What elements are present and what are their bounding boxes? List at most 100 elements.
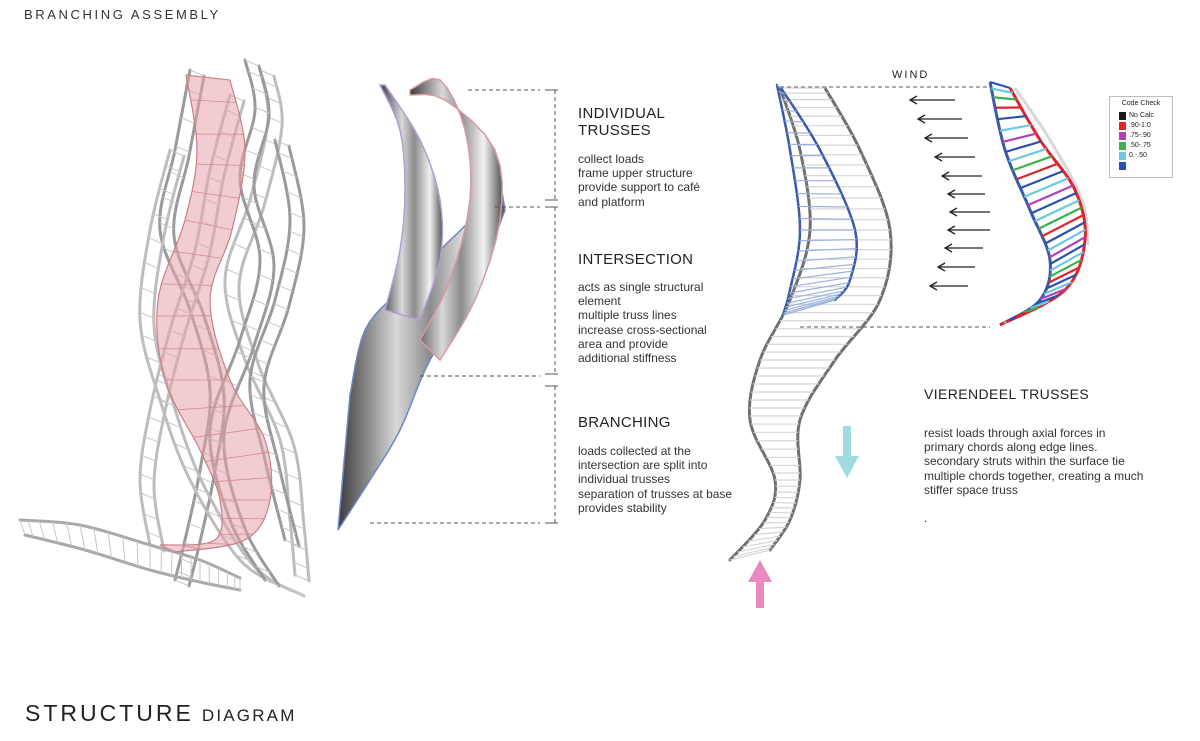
legend-swatch xyxy=(1119,122,1126,130)
lattice-strut xyxy=(140,474,154,480)
individual-trusses-ribbon-model xyxy=(338,79,505,530)
gray-truss-strut xyxy=(771,507,794,508)
lattice-strut xyxy=(149,417,163,423)
blue-truss-strut xyxy=(800,219,852,220)
body-line: provides stability xyxy=(578,501,732,515)
base-truss-strut xyxy=(94,528,98,554)
analysis-member xyxy=(1000,125,1031,131)
analysis-member xyxy=(1031,193,1076,213)
lattice-strut xyxy=(287,249,301,255)
analysis-member xyxy=(1020,171,1063,188)
footer-title: STRUCTUREDIAGRAM xyxy=(25,700,297,727)
lattice-strut xyxy=(294,562,308,568)
code-check-legend: Code Check No Calc .90-1.0 .75-.90 .50-.… xyxy=(1109,96,1173,178)
body-line: and platform xyxy=(578,195,700,209)
base-truss-strut xyxy=(108,532,111,558)
section-title-line: INDIVIDUAL xyxy=(578,105,665,122)
analysis-member xyxy=(990,82,1010,88)
body-line: individual trusses xyxy=(578,472,732,486)
legend-swatch xyxy=(1119,152,1126,160)
legend-title: Code Check xyxy=(1110,100,1172,107)
lattice-strut xyxy=(141,288,155,294)
lattice-strut xyxy=(259,274,273,280)
lattice-strut xyxy=(274,304,288,310)
section-title-branching: BRANCHING xyxy=(578,414,671,431)
body-line: additional stiffness xyxy=(578,351,707,365)
analysis-member xyxy=(1003,134,1036,142)
lattice-strut xyxy=(160,188,174,194)
analysis-member xyxy=(1006,141,1041,151)
lattice-strut xyxy=(290,212,304,218)
lattice-strut xyxy=(288,500,302,506)
up-load-arrow xyxy=(748,560,772,608)
body-line: element xyxy=(578,294,707,308)
section-body-individual-trusses: collect loads frame upper structure prov… xyxy=(578,152,700,209)
blue-truss-strut xyxy=(787,133,811,134)
lattice-strut xyxy=(245,150,259,156)
lattice-strut xyxy=(279,285,293,291)
base-truss-strut xyxy=(39,521,44,540)
legend-swatch xyxy=(1119,142,1126,150)
vierendeel-title: VIERENDEEL TRUSSES xyxy=(924,386,1089,402)
body-line: frame upper structure xyxy=(578,166,700,180)
legend-swatch xyxy=(1119,162,1126,170)
base-truss-strut xyxy=(20,520,25,535)
code-check-analysis-model xyxy=(990,82,1088,325)
lattice-strut xyxy=(226,269,240,275)
analysis-member xyxy=(1004,322,1006,323)
blue-truss-strut xyxy=(798,206,847,207)
body-line: loads collected at the xyxy=(578,444,732,458)
body-line: separation of trusses at base xyxy=(578,487,732,501)
base-truss-strut xyxy=(123,537,125,563)
base-truss-strut xyxy=(66,523,71,546)
lattice-strut xyxy=(163,197,177,203)
gray-truss-strut xyxy=(773,502,796,503)
section-title-intersection: INTERSECTION xyxy=(578,251,693,268)
footer-title-main: STRUCTURE xyxy=(25,700,194,726)
body-line: acts as single structural xyxy=(578,280,707,294)
lattice-strut xyxy=(181,118,195,124)
page-title: BRANCHING ASSEMBLY xyxy=(24,7,221,22)
gray-truss-chord xyxy=(770,88,891,550)
lattice-strut xyxy=(261,340,275,346)
base-truss-strut xyxy=(137,541,138,566)
body-line: collect loads xyxy=(578,152,700,166)
pink-truss-ribbon xyxy=(157,75,272,552)
lattice-strut xyxy=(140,312,154,318)
lattice-strut xyxy=(252,127,266,133)
down-load-arrow xyxy=(835,426,859,478)
section-body-intersection: acts as single structural element multip… xyxy=(578,280,707,365)
legend-swatch xyxy=(1119,112,1126,120)
body-line: area and provide xyxy=(578,337,707,351)
analysis-member xyxy=(997,116,1025,119)
analysis-chord xyxy=(1000,88,1085,325)
analysis-member xyxy=(993,97,1016,99)
section-title-line: INTERSECTION xyxy=(578,251,693,268)
analysis-member xyxy=(1028,186,1073,206)
section-body-branching: loads collected at the intersection are … xyxy=(578,444,732,515)
section-title-line: BRANCHING xyxy=(578,414,671,431)
lattice-strut xyxy=(290,231,304,237)
gray-truss-strut xyxy=(759,527,786,529)
body-line: primary chords along edge lines. xyxy=(924,440,1184,454)
legend-swatch xyxy=(1119,132,1126,140)
blue-truss-strut xyxy=(785,121,804,122)
section-title-line: TRUSSES xyxy=(578,122,665,139)
legend-label: 0.-.50 xyxy=(1129,152,1147,160)
legend-label: .75-.90 xyxy=(1129,132,1151,140)
body-line: resist loads through axial forces in xyxy=(924,426,1184,440)
lattice-strut xyxy=(170,150,184,156)
vierendeel-body: resist loads through axial forces in pri… xyxy=(924,426,1184,525)
section-title-individual-trusses: INDIVIDUAL TRUSSES xyxy=(578,105,665,139)
gray-truss-strut xyxy=(769,512,793,513)
branching-assembly-tower xyxy=(20,60,309,596)
body-line: provide support to café xyxy=(578,180,700,194)
body-line: stiffer space truss xyxy=(924,483,1184,497)
wind-arrows xyxy=(910,96,990,290)
lattice-strut xyxy=(166,166,180,172)
legend-label: .90-1.0 xyxy=(1129,122,1151,130)
lattice-strut xyxy=(253,299,267,305)
legend-label: .50-.75 xyxy=(1129,142,1151,150)
lattice-strut xyxy=(189,523,203,529)
body-line xyxy=(924,497,1184,511)
